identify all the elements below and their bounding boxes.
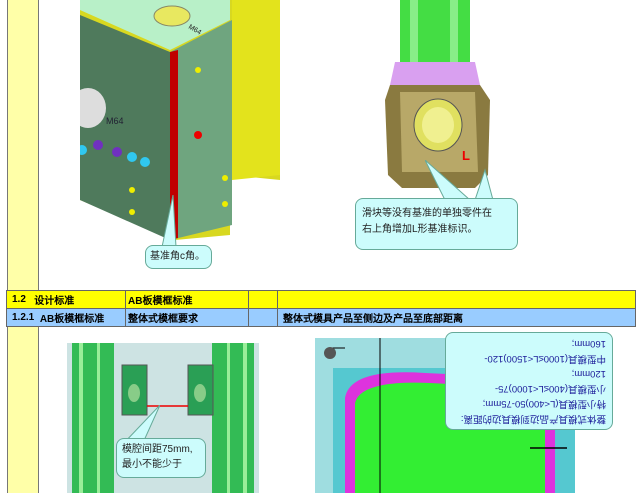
section-row: 1.2 设计标准 AB板模框标准: [6, 290, 636, 309]
product-distance-callout: 整体式模具产品边到模具边的距离: 特小型模具(L<400)50-75mm; 小型…: [445, 332, 613, 430]
subsection-number: 1.2.1: [12, 312, 35, 323]
section-col3: [249, 291, 278, 308]
callout-pointer: [121, 405, 160, 445]
subsection-row: 1.2.1 AB板模框标准 整体式模框要求 整体式模具产品至侧边及产品至底部距离: [6, 308, 636, 327]
subsection-col4: 整体式模具产品至侧边及产品至底部距离: [283, 314, 463, 325]
callout-line: 整体式模具产品边到模具边的距离:: [460, 413, 606, 424]
thread-label-side: M64: [106, 116, 124, 126]
callout-line: 模腔间距75mm,: [122, 444, 193, 455]
left-margin-column-top: [7, 0, 39, 290]
subsection-title: AB板模框标准: [39, 314, 105, 325]
mold-plate-image: M64 M64: [80, 0, 280, 240]
callout-line: 滑块等没有基准的单独零件在: [362, 208, 492, 219]
section-title: 设计标准: [34, 296, 75, 307]
left-margin-column-bottom: [7, 326, 39, 493]
subsection-number-title: 1.2.1 AB板模框标准: [7, 309, 126, 326]
callout-line: 中型模具(1000≤L<1500)120-: [484, 353, 606, 364]
callout-line: 小型模具(400≤L<1000)75-: [494, 383, 606, 394]
subsection-col2: 整体式模框要求: [126, 309, 249, 326]
cavity-spacing-callout: 模腔间距75mm, 最小不能少于: [116, 438, 206, 478]
slider-part-image: L: [385, 0, 490, 188]
callout-line: 特小型模具(L<400)50-75mm;: [482, 398, 606, 409]
datum-corner-callout: 基准角c角。: [145, 245, 212, 269]
section-number: 1.2: [12, 294, 26, 305]
datum-mark-L: L: [462, 148, 470, 163]
section-col2: AB板模框标准: [126, 291, 249, 308]
callout-line: 最小不能少于: [122, 459, 182, 470]
callout-pointer: [425, 160, 494, 200]
section-col4: [278, 291, 635, 308]
callout-line: 120mm;: [571, 368, 606, 379]
callout-pointer: [161, 195, 177, 247]
callout-line: 右上角增加L形基准标识。: [362, 224, 478, 235]
subsection-col3: [249, 309, 278, 326]
section-number-title: 1.2 设计标准: [7, 291, 126, 308]
callout-line: 160mm;: [571, 338, 606, 349]
slider-datum-callout: 滑块等没有基准的单独零件在 右上角增加L形基准标识。: [355, 198, 518, 250]
